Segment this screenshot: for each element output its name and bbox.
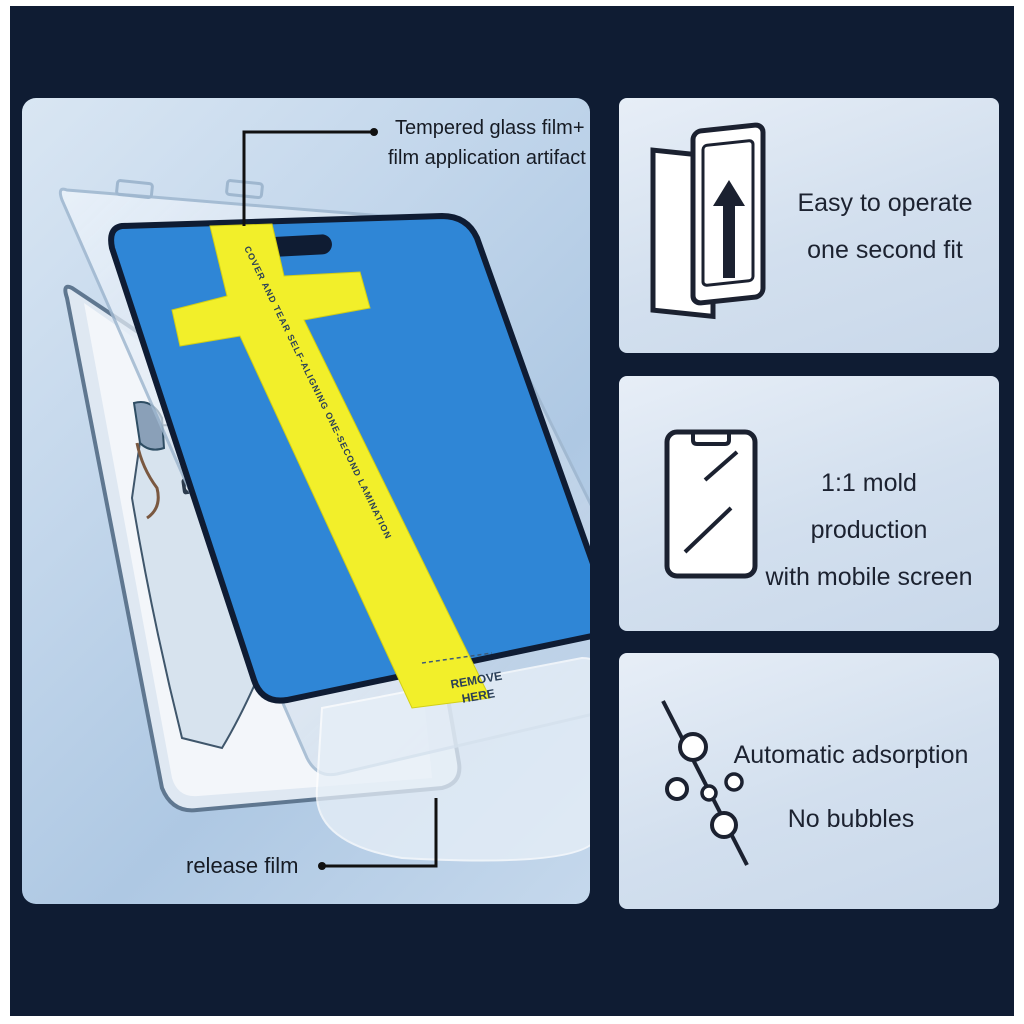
arrow-up-film-icon: [650, 122, 766, 320]
feature-3-line2: No bubbles: [787, 805, 915, 833]
remove-here-label-2: HERE: [461, 686, 496, 706]
release-film-sheet: [315, 656, 590, 862]
feature-2-line2: with mobile screen: [765, 563, 973, 591]
bubbles-icon: [661, 700, 749, 866]
feature-1-line2: one second fit: [807, 236, 963, 264]
feature-card-adsorption: Automatic adsorption No bubbles: [619, 653, 999, 909]
feature-card-mold-production: 1:1 mold production with mobile screen: [619, 376, 999, 631]
callout-top-line1: Tempered glass film+: [395, 117, 585, 139]
feature-card-easy-operate: Easy to operate one second fit: [619, 98, 999, 353]
feature-1-line1: Easy to operate: [797, 189, 973, 217]
phone-screen-icon: [664, 429, 758, 579]
feature-2-line1: 1:1 mold production: [810, 469, 928, 544]
callout-release-film: release film: [186, 853, 299, 878]
feature-3-line1: Automatic adsorption: [733, 741, 969, 769]
phone-illustration: OXI REMOVE HERE COVER AND TEAR SELF-ALIG…: [58, 128, 590, 870]
callout-lines: [242, 128, 438, 870]
callout-top-line2: film application artifact: [388, 147, 586, 169]
product-image-panel: OXI REMOVE HERE COVER AND TEAR SELF-ALIG…: [22, 98, 590, 904]
